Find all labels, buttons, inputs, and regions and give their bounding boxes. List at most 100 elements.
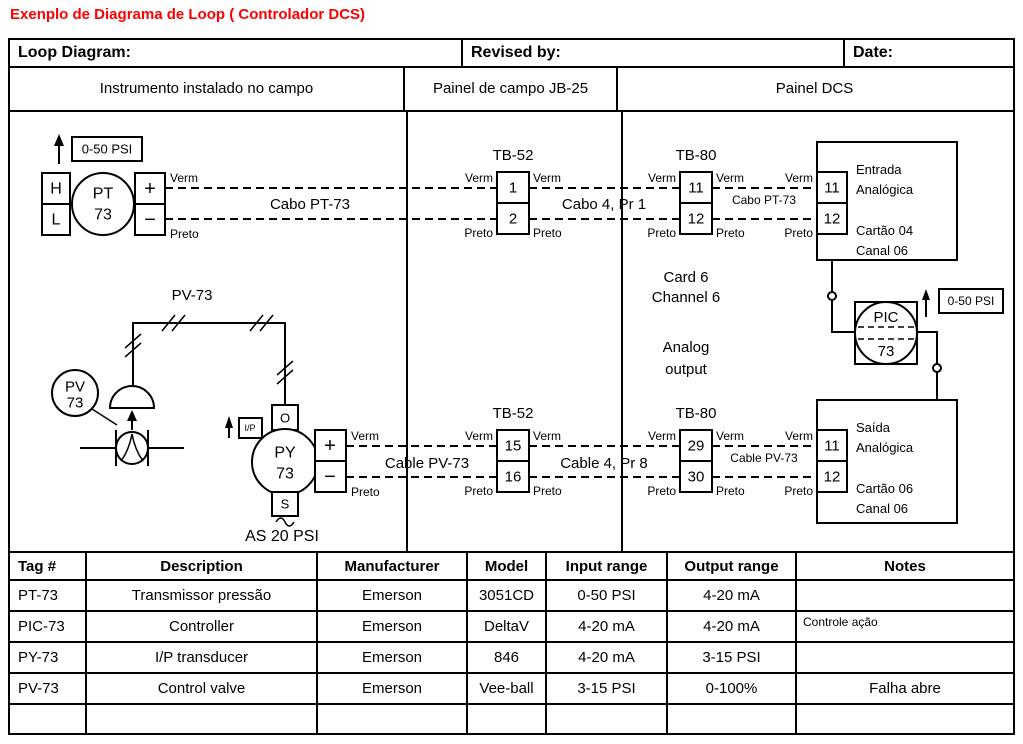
pv73-valve-assembly: PV-73 PV 73 — [51, 287, 294, 466]
junction-panel-header: Painel de campo JB-25 — [405, 68, 618, 110]
table-cell: 4-20 mA — [668, 579, 797, 610]
pneumatic-slash — [171, 314, 186, 332]
table-cell: 4-20 mA — [547, 641, 668, 672]
table-cell: PV-73 — [10, 672, 87, 703]
pv-balloon — [51, 369, 99, 417]
tb52-title: TB-52 — [493, 405, 534, 422]
table-cell: 3-15 PSI — [668, 641, 797, 672]
wire-label-preto: Preto — [647, 484, 676, 498]
diagram-area: 0-50 PSI H L PT 73 + − Verm Preto Cabo P… — [10, 112, 1013, 551]
ai-card-line3: Cartão 04 — [856, 223, 913, 238]
tb80-title: TB-80 — [676, 405, 717, 422]
wire-label-verm: Verm — [785, 429, 813, 443]
ao-card-line2: Analógica — [856, 440, 914, 455]
col-header-model: Model — [468, 551, 547, 579]
revised-by-label: Revised by: — [463, 40, 845, 66]
tb52-upper: TB-52 1 2 Verm Verm Preto Preto — [464, 147, 562, 240]
pic-arrowhead — [922, 289, 930, 300]
vee-ball-line — [120, 433, 133, 462]
card6-label: Card 6 — [663, 269, 708, 286]
tb80-terminal-30-num: 30 — [688, 469, 705, 486]
page-title: Exenplo de Diagrama de Loop ( Controlado… — [10, 6, 366, 23]
panel-header-row: Instrumento instalado no campo Painel de… — [10, 68, 1013, 112]
wire-label-verm: Verm — [648, 429, 676, 443]
col-header-tag: Tag # — [10, 551, 87, 579]
instrument-table: Tag # Description Manufacturer Model Inp… — [10, 551, 1013, 733]
ao-card-line3: Cartão 06 — [856, 481, 913, 496]
pt-h-label: H — [50, 181, 62, 198]
col-header-description: Description — [87, 551, 318, 579]
ai-card-line2: Analógica — [856, 182, 914, 197]
ao-terminal-12 — [816, 460, 848, 493]
wire-label-verm: Verm — [716, 429, 744, 443]
table-cell — [797, 579, 1013, 610]
table-cell: 0-100% — [668, 672, 797, 703]
pt-tag: PT — [93, 186, 114, 203]
table-cell — [468, 703, 547, 733]
input-arrowhead — [54, 134, 64, 146]
wire-label-verm: Verm — [533, 429, 561, 443]
table-cell: PIC-73 — [10, 610, 87, 641]
tb52-terminal-16 — [496, 460, 530, 493]
title-block-row: Loop Diagram: Revised by: Date: — [10, 40, 1013, 68]
dcs-panel-header: Painel DCS — [775, 80, 854, 97]
air-supply-label: AS 20 PSI — [245, 528, 319, 545]
pt-l-label: L — [52, 212, 61, 229]
table-cell: Vee-ball — [468, 672, 547, 703]
py-tag: PY — [274, 445, 296, 462]
tb52-terminal-1-num: 1 — [509, 180, 517, 197]
dcs-annotation: Card 6 Channel 6 Analog output — [652, 269, 720, 378]
tb52-title: TB-52 — [493, 147, 534, 164]
table-cell: Emerson — [318, 610, 468, 641]
valve-arrowhead — [127, 410, 137, 421]
pneumatic-slash — [249, 314, 264, 332]
pt-range-label: 0-50 PSI — [82, 142, 133, 157]
table-cell: DeltaV — [468, 610, 547, 641]
wire-label-preto: Preto — [716, 484, 745, 498]
pv-tag: PV — [65, 379, 85, 396]
tb80-terminal-12-num: 12 — [688, 211, 705, 228]
ai-terminal-12-num: 12 — [824, 211, 841, 228]
col-header-notes: Notes — [797, 551, 1013, 579]
table-cell: Controle ação — [797, 610, 1013, 641]
table-cell — [318, 703, 468, 733]
pt73-transmitter-symbol: 0-50 PSI H L PT 73 + − — [41, 134, 166, 236]
channel6-label: Channel 6 — [652, 289, 720, 306]
wire-label-preto: Preto — [716, 226, 745, 240]
py-minus-label: − — [324, 466, 336, 488]
loop-diagram-svg: 0-50 PSI H L PT 73 + − Verm Preto Cabo P… — [41, 112, 1004, 551]
drawing-frame: Loop Diagram: Revised by: Date: Instrume… — [8, 38, 1015, 735]
wire-label-verm: Verm — [648, 171, 676, 185]
pt-minus-terminal — [134, 203, 166, 236]
cable-label-4pr1: Cabo 4, Pr 1 — [562, 196, 646, 213]
table-cell — [797, 641, 1013, 672]
ao-card-line1: Saída — [856, 420, 891, 435]
wire-label-verm: Verm — [170, 171, 198, 185]
ao-card-line4: Canal 06 — [856, 501, 908, 516]
ip-arrowhead — [225, 416, 233, 428]
field-panel-header: Instrumento instalado no campo — [10, 68, 405, 110]
wire-label-verm: Verm — [351, 429, 379, 443]
wire-label-preto: Preto — [533, 484, 562, 498]
tb52-terminal-15-num: 15 — [505, 438, 522, 455]
py-s-port — [271, 491, 299, 517]
ai-terminal-11-num: 11 — [824, 180, 840, 197]
col-header-manufacturer: Manufacturer — [318, 551, 468, 579]
pneumatic-slash — [124, 333, 142, 349]
table-cell: 4-20 mA — [547, 610, 668, 641]
wire-label-preto: Preto — [170, 227, 199, 241]
cable-label-pt73-small: Cabo PT-73 — [732, 193, 796, 207]
pt-l-terminal — [41, 203, 71, 236]
wire-label-verm: Verm — [465, 171, 493, 185]
table-cell — [668, 703, 797, 733]
wire-label-verm: Verm — [785, 171, 813, 185]
tb52-terminal-16-num: 16 — [505, 469, 522, 486]
actuator-dome — [108, 385, 156, 409]
leader-line — [91, 408, 118, 426]
pt-minus-label: − — [144, 209, 156, 231]
wire-label-preto: Preto — [533, 226, 562, 240]
node-circle — [827, 291, 837, 301]
table-cell: Transmissor pressão — [87, 579, 318, 610]
table-cell: 0-50 PSI — [547, 579, 668, 610]
